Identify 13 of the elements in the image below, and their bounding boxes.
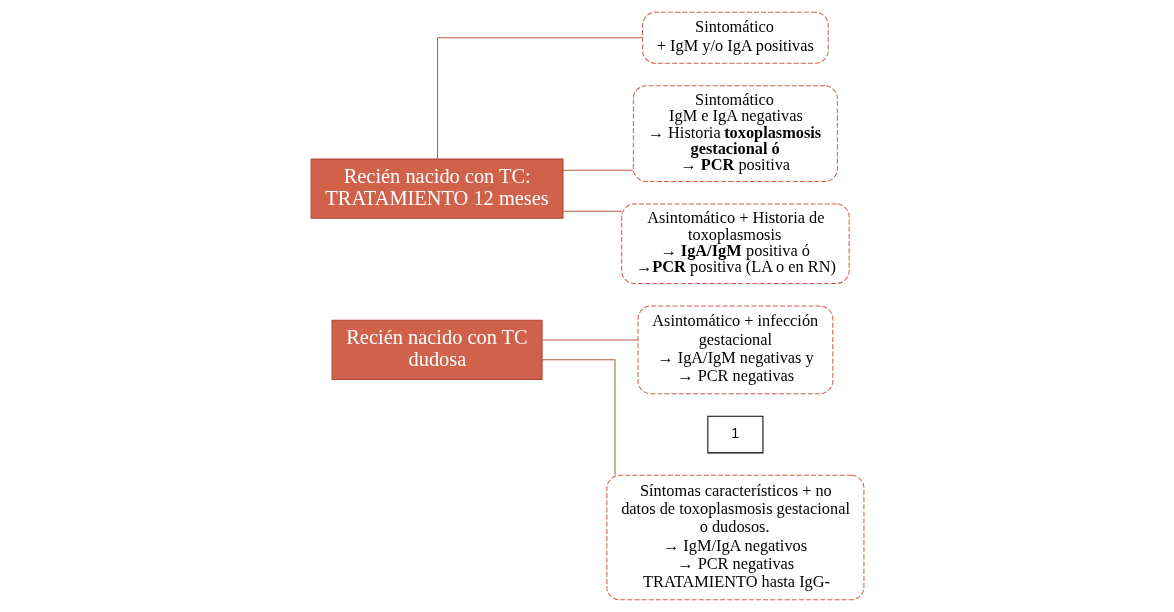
connector xyxy=(541,359,616,476)
connector xyxy=(541,339,638,341)
node-box: Recién nacido con TC: TRATAMIENTO 12 meses xyxy=(310,158,564,219)
node-box: 1 xyxy=(706,415,763,454)
node-box: Síntomas característicos + no datos de toxoplasmosis gestacional o dudosos. → IgM/IgA negativos → PCR negativas TRATAMIENTO hasta IgG- xyxy=(605,474,864,601)
node-box: Sintomático IgM e IgA negativas → Historia toxoplasmosis gestacional ó → PCR positiva xyxy=(632,85,838,183)
node-box: Asintomático + infección gestacional → IgA/IgM negativas y → PCR negativas xyxy=(637,305,833,395)
node-box: Recién nacido con TC dudosa xyxy=(331,319,543,380)
node-box: Sintomático + IgM y/o IgA positivas xyxy=(641,11,829,64)
connector xyxy=(436,37,643,160)
node-box: Asintomático + Historia de toxoplasmosis → IgA/IgM positiva ó →PCR positiva (LA o en RN) xyxy=(620,203,850,285)
connector xyxy=(562,210,622,212)
connector xyxy=(562,169,634,171)
